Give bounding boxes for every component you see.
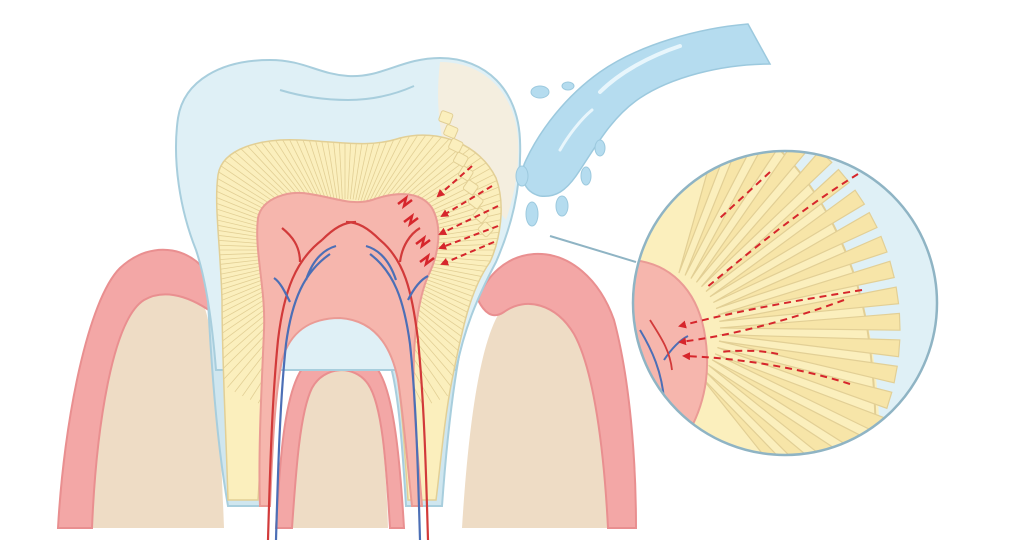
red-dashed-arrow-icon	[436, 165, 473, 198]
dentin-tubule	[291, 135, 330, 201]
blood-vessels	[266, 220, 430, 541]
gum-tissue	[476, 252, 638, 529]
red-zigzag-spark-icon	[397, 194, 413, 210]
water-droplet-icon	[515, 165, 529, 187]
vein	[273, 244, 337, 541]
magnified-tubule	[717, 260, 895, 316]
dentin-tubule	[368, 135, 424, 204]
magnified-tubule	[703, 369, 844, 455]
dentin-tubule	[377, 135, 456, 208]
stimulus-arrows	[436, 165, 499, 266]
exposed-tubule	[438, 110, 454, 125]
water-droplet-icon	[561, 81, 575, 91]
red-dashed-arrow-icon	[705, 173, 859, 289]
magnified-tubule	[684, 151, 769, 276]
magnified-tubules-view	[631, 149, 939, 457]
red-zigzag-spark-icon	[419, 252, 435, 268]
water-droplet-icon	[580, 166, 592, 186]
magnified-tubule	[699, 374, 826, 455]
cold-water-stream	[515, 23, 772, 227]
exposed-tubule	[477, 221, 494, 238]
lens-stimulus-arrows	[678, 171, 863, 385]
lens-dentin-tubules	[678, 151, 901, 455]
gum-and-bone	[56, 248, 638, 529]
dentin-tubule	[379, 135, 463, 210]
artery	[345, 220, 430, 541]
dentin-tubule	[242, 135, 315, 207]
dentin-tubule	[360, 135, 399, 201]
exposed-tubule	[462, 179, 479, 196]
dentin-tubule	[249, 135, 317, 206]
dentin-tubule	[300, 135, 333, 201]
dentin-tubule	[274, 135, 325, 203]
nerve-pain-sparks	[397, 194, 435, 268]
exposed-tubule	[443, 124, 459, 139]
red-dashed-arrow-icon	[678, 299, 845, 346]
water-droplet-icon	[530, 85, 550, 99]
exposed-tubule	[453, 151, 469, 167]
magnified-tubule	[695, 151, 814, 283]
water-highlight	[558, 108, 594, 152]
dentin-tubule	[370, 135, 433, 205]
callout-line	[549, 235, 637, 263]
vein	[365, 244, 429, 541]
magnified-tubule	[715, 235, 888, 310]
dentin-tubule	[266, 135, 322, 204]
crown-groove	[279, 85, 415, 102]
exposed-dentin-tubules	[438, 110, 494, 238]
lens-frame	[631, 149, 939, 457]
red-dashed-arrow-icon	[719, 349, 779, 355]
magnified-tubule	[713, 211, 878, 304]
dentin-tubule	[363, 135, 408, 202]
water-highlight	[598, 44, 682, 94]
red-zigzag-spark-icon	[403, 212, 419, 228]
water-droplet-icon	[555, 195, 569, 217]
red-dashed-arrow-icon	[682, 352, 851, 385]
red-dashed-arrow-icon	[438, 205, 499, 235]
magnified-tubule	[719, 312, 901, 331]
magnified-tubule	[709, 189, 866, 298]
lens-enamel	[780, 151, 937, 455]
tooth	[175, 56, 522, 541]
worn-enamel	[438, 62, 519, 220]
magnified-tubule	[717, 346, 893, 410]
exposed-tubule	[448, 138, 464, 153]
water-droplet-icon	[594, 139, 606, 157]
magnified-tubule	[719, 333, 901, 358]
dentin-tubule	[365, 135, 416, 203]
water-stream	[521, 23, 772, 198]
bone	[292, 363, 388, 528]
lens-artery	[649, 319, 673, 371]
magnified-tubule	[678, 151, 745, 274]
water-droplet-icon	[525, 201, 539, 227]
red-dashed-arrow-icon	[438, 225, 499, 250]
dentin-tubule	[375, 135, 448, 207]
dentin-tubule	[282, 135, 327, 202]
gum-tissue	[274, 350, 406, 529]
dentin-tubule	[373, 135, 441, 206]
dentin-tubule	[234, 135, 313, 208]
red-zigzag-spark-icon	[415, 234, 431, 250]
dentin-tubule	[257, 135, 320, 205]
